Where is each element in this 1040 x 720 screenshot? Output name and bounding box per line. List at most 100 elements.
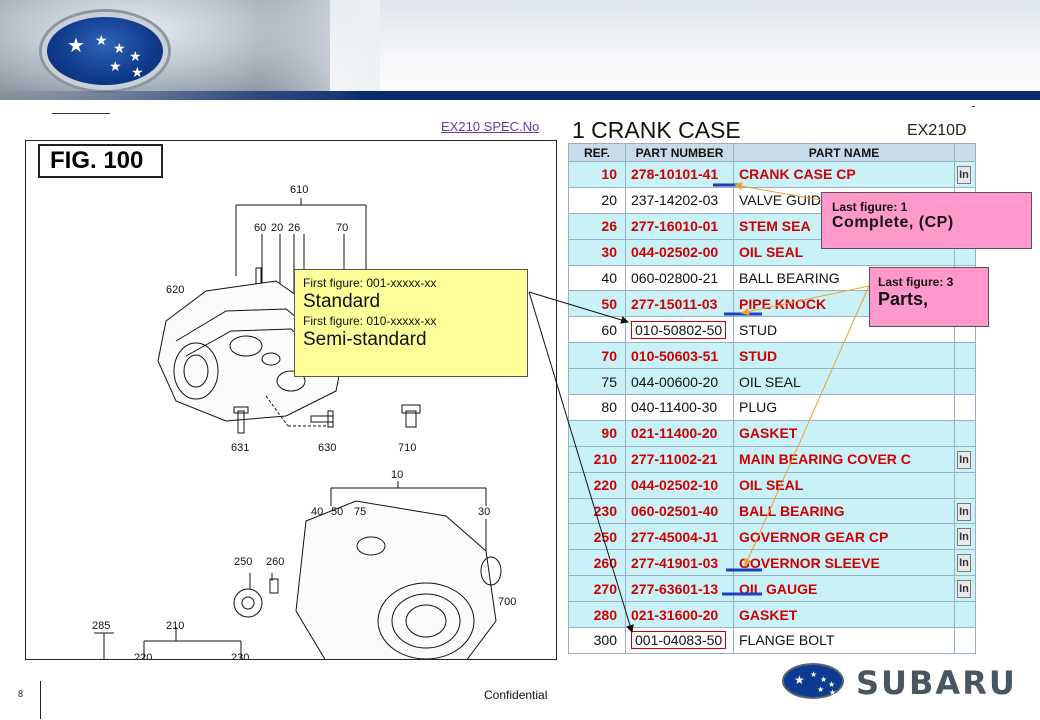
cell-info: In (954, 497, 976, 525)
figure-label: FIG. 100 (38, 144, 163, 178)
callout-230: 230 (231, 652, 249, 660)
cell-part-name: OIL SEAL (733, 471, 955, 499)
cell-info: In (954, 575, 976, 603)
page-number: 8 (18, 689, 24, 699)
cell-ref: 10 (568, 161, 626, 188)
callout-285: 285 (92, 620, 110, 632)
cell-part-number: 277-11002-21 (625, 445, 734, 473)
table-row[interactable]: 70 010-50603-51 STUD (568, 342, 976, 370)
cell-part-number: 044-02502-10 (625, 471, 734, 499)
info-button[interactable]: In (957, 528, 971, 547)
col-header-ref: REF. (568, 143, 626, 162)
callout-610: 610 (290, 184, 308, 196)
cell-ref: 250 (568, 523, 626, 551)
cell-part-number: 237-14202-03 (625, 186, 734, 214)
table-row[interactable]: 80 040-11400-30 PLUG (568, 394, 976, 421)
table-row[interactable]: 250 277-45004-J1 GOVERNOR GEAR CP In (568, 523, 976, 551)
cell-part-number: 060-02800-21 (625, 264, 734, 292)
parts-callout: Last figure: 3 Parts, (869, 267, 989, 327)
table-row[interactable]: 210 277-11002-21 MAIN BEARING COVER C In (568, 445, 976, 473)
cell-ref: 230 (568, 497, 626, 525)
divider-tick (972, 106, 975, 107)
part-number-highlight-box: 001-04083-50 (631, 631, 727, 650)
table-row[interactable]: 230 060-02501-40 BALL BEARING In (568, 497, 976, 525)
logo-text: SUBARU (856, 664, 1017, 702)
callout-26: 26 (288, 222, 300, 234)
callout-20: 20 (271, 222, 283, 234)
callout-10: 10 (391, 469, 403, 481)
parts-figure-panel: FIG. 100 (25, 140, 557, 660)
table-row[interactable]: 10 278-10101-41 CRANK CASE CP In (568, 161, 976, 188)
part-number-highlight-box: 010-50802-50 (631, 320, 727, 339)
cell-ref: 260 (568, 549, 626, 577)
cell-ref: 270 (568, 575, 626, 603)
cell-ref: 26 (568, 212, 626, 240)
cell-info: In (954, 549, 976, 577)
header-blue-stripe (0, 91, 1040, 100)
cell-part-number: 277-45004-J1 (625, 523, 734, 551)
cell-part-number: 278-10101-41 (625, 161, 734, 188)
callout-710: 710 (398, 442, 416, 454)
callout-60: 60 (254, 222, 266, 234)
callout-line: Last figure: 1 (832, 200, 908, 214)
col-header-info (954, 143, 976, 162)
cell-part-number: 010-50603-51 (625, 342, 734, 370)
info-button[interactable]: In (957, 502, 971, 521)
cell-part-name: MAIN BEARING COVER C (733, 445, 955, 473)
cell-part-name: OIL GAUGE (733, 575, 955, 603)
callout-30: 30 (478, 506, 490, 518)
table-row[interactable]: 300 001-04083-50 FLANGE BOLT (568, 627, 976, 654)
callout-70: 70 (336, 222, 348, 234)
subaru-logo-icon: ★ ★ ★ ★ ★ ★ SUBARU (782, 661, 1015, 702)
cell-part-name: GASKET (733, 419, 955, 447)
callout-line: Semi-standard (303, 329, 427, 350)
table-row[interactable]: 75 044-00600-20 OIL SEAL (568, 368, 976, 396)
cell-info (954, 342, 976, 370)
cell-ref: 90 (568, 419, 626, 447)
callout-260: 260 (266, 556, 284, 568)
cell-info (954, 368, 976, 396)
cell-part-name: GOVERNOR SLEEVE (733, 549, 955, 577)
cell-ref: 60 (568, 316, 626, 344)
cell-part-number: 060-02501-40 (625, 497, 734, 525)
cell-ref: 50 (568, 290, 626, 318)
footer-divider (40, 681, 41, 719)
cell-part-name: CRANK CASE CP (733, 161, 955, 188)
callout-75: 75 (354, 506, 366, 518)
cell-part-number: 277-41901-03 (625, 549, 734, 577)
cell-ref: 300 (568, 627, 626, 654)
info-button[interactable]: In (957, 554, 971, 573)
standard-part-callout: First figure: 001-xxxxx-xx Standard Firs… (294, 269, 528, 377)
table-header-row: REF. PART NUMBER PART NAME (568, 143, 976, 162)
table-row[interactable]: 260 277-41901-03 GOVERNOR SLEEVE In (568, 549, 976, 577)
callout-50: 50 (331, 506, 343, 518)
table-row[interactable]: 270 277-63601-13 OIL GAUGE In (568, 575, 976, 603)
cell-ref: 70 (568, 342, 626, 370)
table-row[interactable]: 280 021-31600-20 GASKET (568, 601, 976, 629)
cell-ref: 75 (568, 368, 626, 396)
logo-emblem-icon: ★ ★ ★ ★ ★ ★ (782, 663, 844, 699)
divider-line (52, 113, 110, 114)
cell-ref: 210 (568, 445, 626, 473)
spec-link[interactable]: EX210 SPEC.No (441, 119, 540, 134)
cell-info (954, 601, 976, 629)
cell-part-name: FLANGE BOLT (733, 627, 955, 654)
header-banner: ★ ★ ★ ★ ★ ★ (0, 0, 1040, 100)
callout-line: Standard (303, 291, 381, 312)
cell-ref: 20 (568, 186, 626, 214)
info-button[interactable]: In (957, 450, 971, 469)
callout-line: First figure: 001-xxxxx-xx (303, 276, 437, 290)
cell-ref: 30 (568, 238, 626, 266)
cell-ref: 280 (568, 601, 626, 629)
cell-ref: 220 (568, 471, 626, 499)
cell-info (954, 471, 976, 499)
cell-part-name: OIL SEAL (733, 368, 955, 396)
cell-part-name: GOVERNOR GEAR CP (733, 523, 955, 551)
confidential-label: Confidential (484, 688, 548, 702)
table-row[interactable]: 220 044-02502-10 OIL SEAL (568, 471, 976, 499)
info-button[interactable]: In (957, 580, 971, 599)
info-button[interactable]: In (957, 165, 971, 184)
cell-part-number: 021-31600-20 (625, 601, 734, 629)
cell-info (954, 419, 976, 447)
table-row[interactable]: 90 021-11400-20 GASKET (568, 419, 976, 447)
